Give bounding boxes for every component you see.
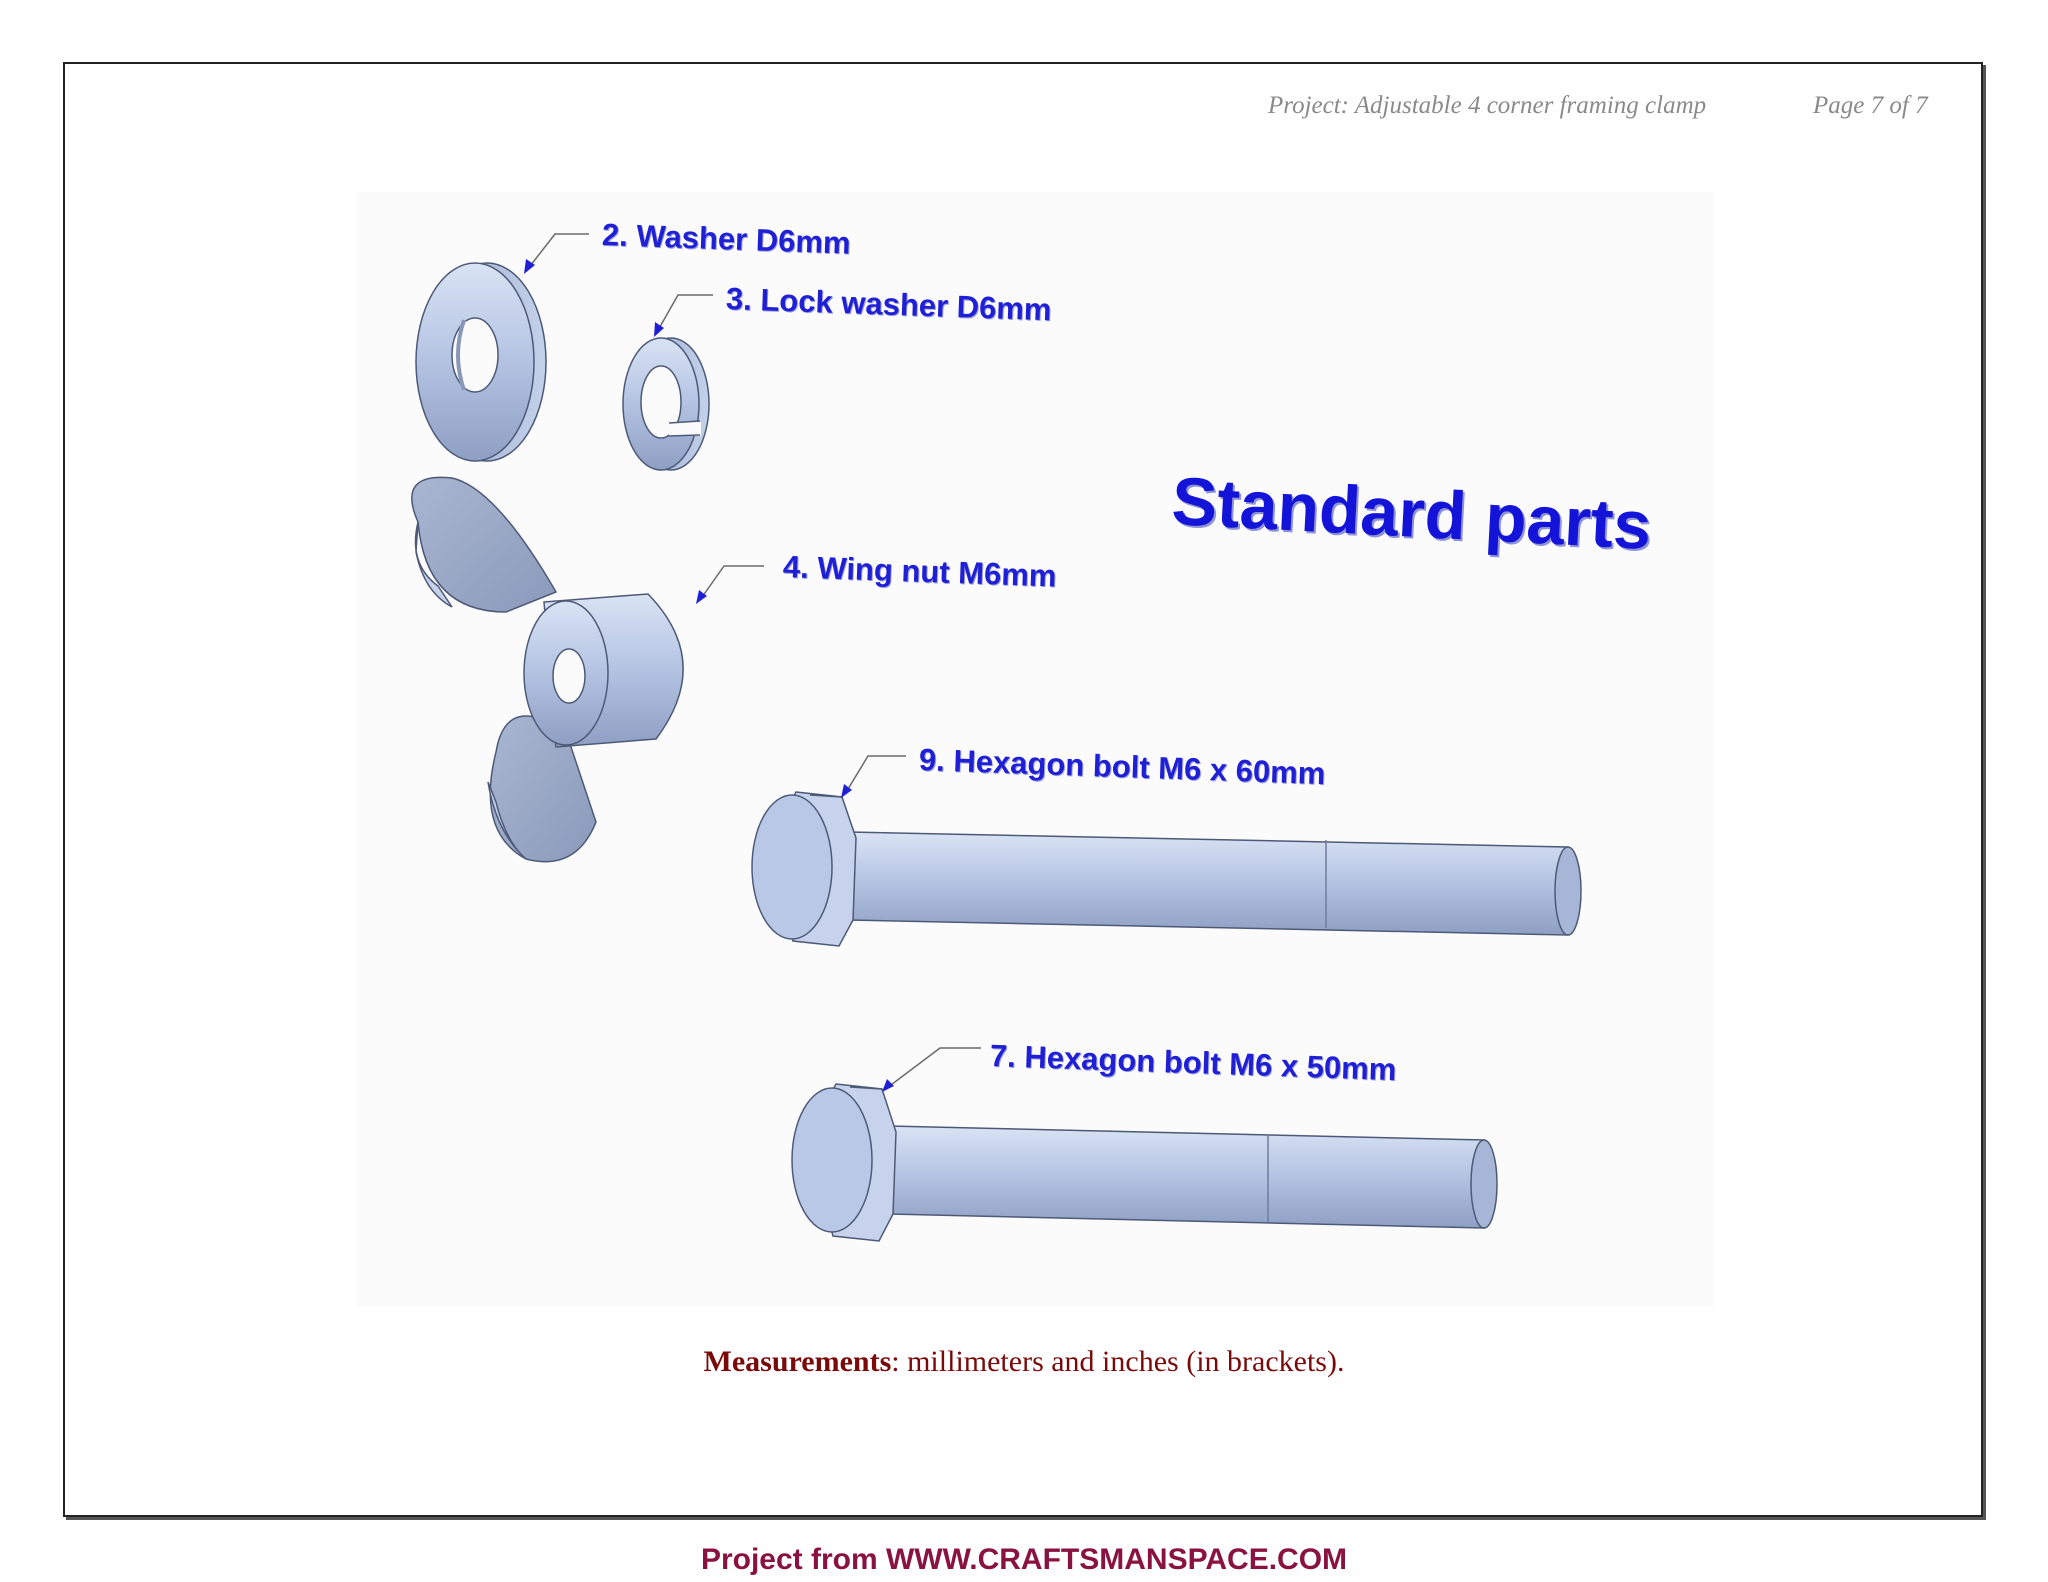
parts-illustration [411,233,1582,1242]
lock-washer-leader [656,294,713,333]
standard-parts-drawing: 2. Washer D6mm 3. Lock washer D6mm 4. Wi… [356,192,1714,1307]
measurements-label: Measurements [703,1345,892,1378]
washer-part [415,262,547,462]
washer-leader [526,233,589,271]
bolt-50-part [791,1083,1498,1242]
wing-nut-leader [699,565,764,601]
measurements-note: Measurements: millimeters and inches (in… [0,1345,2048,1379]
page-border [63,62,1983,1517]
header-project-title: Project: Adjustable 4 corner framing cla… [1268,92,1707,119]
bolt-60-leader [844,755,906,795]
wing-nut-part [411,476,684,863]
lock-washer-part [622,337,710,471]
bolt-50-leader [886,1047,981,1089]
measurements-text: : millimeters and inches (in brackets). [891,1345,1345,1378]
footer-credit: Project from WWW.CRAFTSMANSPACE.COM [700,1543,1348,1576]
bolt-60-part [751,791,1582,947]
header-page-number: Page 7 of 7 [1813,92,1928,119]
